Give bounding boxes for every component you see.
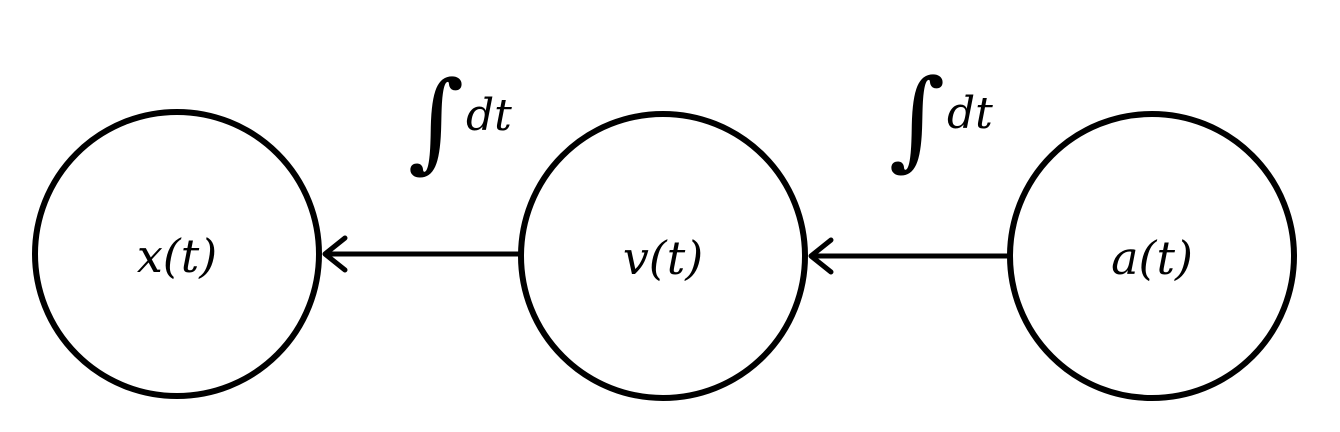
edge-acceleration-to-velocity: [808, 237, 1009, 275]
node-position-circle: [32, 109, 322, 399]
node-acceleration: a(t): [1007, 111, 1297, 401]
integral-operator-text: dt: [947, 88, 993, 139]
arrowhead-left-icon: [322, 235, 348, 273]
node-position-label: x(t): [137, 229, 217, 283]
node-acceleration-circle: [1007, 111, 1297, 401]
integral-sign-icon: ∫: [408, 59, 464, 184]
integral-label-acceleration-to-velocity: ∫ dt: [889, 57, 993, 182]
integral-label-velocity-to-position: ∫ dt: [408, 59, 512, 184]
node-velocity: v(t): [518, 111, 808, 401]
node-velocity-label: v(t): [623, 231, 703, 285]
integral-sign-icon: ∫: [889, 57, 945, 182]
node-velocity-circle: [518, 111, 808, 401]
arrowhead-left-icon: [808, 237, 834, 275]
node-acceleration-label: a(t): [1111, 231, 1193, 285]
node-position: x(t): [32, 109, 322, 399]
edge-velocity-to-position: [322, 235, 520, 273]
integral-operator-text: dt: [466, 90, 512, 141]
